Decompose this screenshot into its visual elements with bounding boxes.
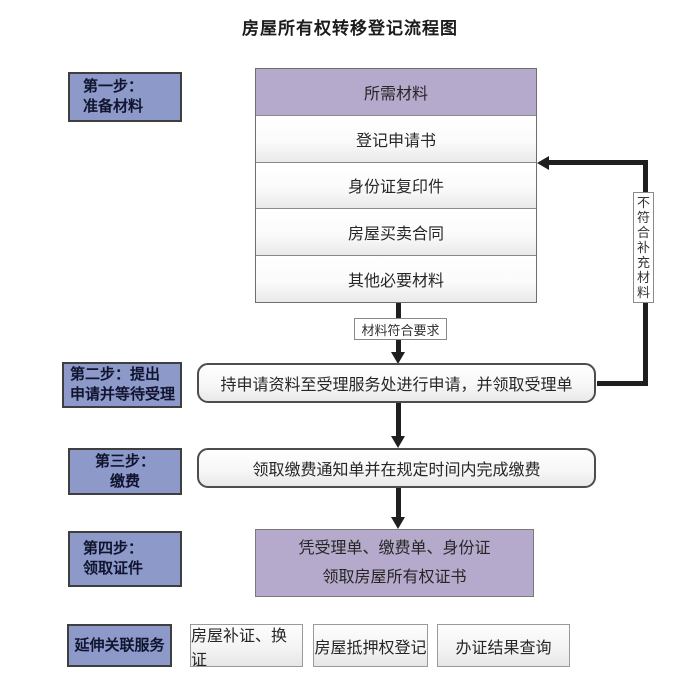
material-row: 登记申请书 — [256, 114, 536, 162]
step-label-line: 第三步： — [94, 452, 155, 470]
apply-box: 持申请资料至受理服务处进行申请，并领取受理单 — [197, 363, 596, 403]
step-label-2: 第二步：提出 申请并等待受理 — [62, 362, 182, 408]
connector-line — [396, 488, 401, 518]
arrow-down-icon — [391, 352, 405, 364]
certificate-box-line: 领取房屋所有权证书 — [322, 569, 467, 586]
step-label-3: 第三步： 缴费 — [68, 448, 182, 495]
service-box-mortgage: 房屋抵押权登记 — [313, 624, 428, 667]
materials-header: 所需材料 — [256, 69, 536, 115]
material-row: 其他必要材料 — [256, 255, 536, 302]
material-row: 房屋买卖合同 — [256, 208, 536, 256]
step-label-line: 第二步：提出 — [70, 366, 161, 383]
feedback-connector-line — [597, 381, 648, 386]
certificate-box: 凭受理单、缴费单、身份证 领取房屋所有权证书 — [255, 529, 534, 597]
step-label-line: 第四步： — [83, 540, 144, 557]
page-title: 房屋所有权转移登记流程图 — [242, 19, 458, 38]
material-row: 身份证复印件 — [256, 161, 536, 209]
pay-box: 领取缴费通知单并在规定时间内完成缴费 — [197, 448, 596, 488]
connector-line — [396, 403, 401, 437]
step-label-line: 准备材料 — [83, 98, 144, 115]
arrow-left-icon — [537, 156, 549, 170]
certificate-box-line: 凭受理单、缴费单、身份证 — [298, 540, 491, 557]
step-label-4: 第四步： 领取证件 — [68, 531, 182, 587]
step-label-line: 缴费 — [109, 472, 140, 490]
step-label-line: 第一步： — [83, 78, 144, 95]
step-label-line: 申请并等待受理 — [70, 386, 176, 403]
step-label-1: 第一步： 准备材料 — [68, 72, 182, 122]
step-label-line: 延伸关联服务 — [74, 636, 165, 654]
arrow-down-icon — [391, 517, 405, 529]
condition-label-ok: 材料符合要求 — [354, 318, 447, 340]
service-box-result-query: 办证结果查询 — [437, 624, 570, 667]
service-box-reissue: 房屋补证、换证 — [190, 624, 303, 669]
arrow-down-icon — [391, 436, 405, 448]
step-label-line: 领取证件 — [83, 560, 144, 577]
feedback-connector-line — [549, 160, 648, 165]
materials-table: 所需材料 登记申请书 身份证复印件 房屋买卖合同 其他必要材料 — [255, 68, 537, 303]
condition-label-feedback: 不符合补充材料 — [633, 192, 654, 303]
step-label-services: 延伸关联服务 — [67, 624, 172, 667]
